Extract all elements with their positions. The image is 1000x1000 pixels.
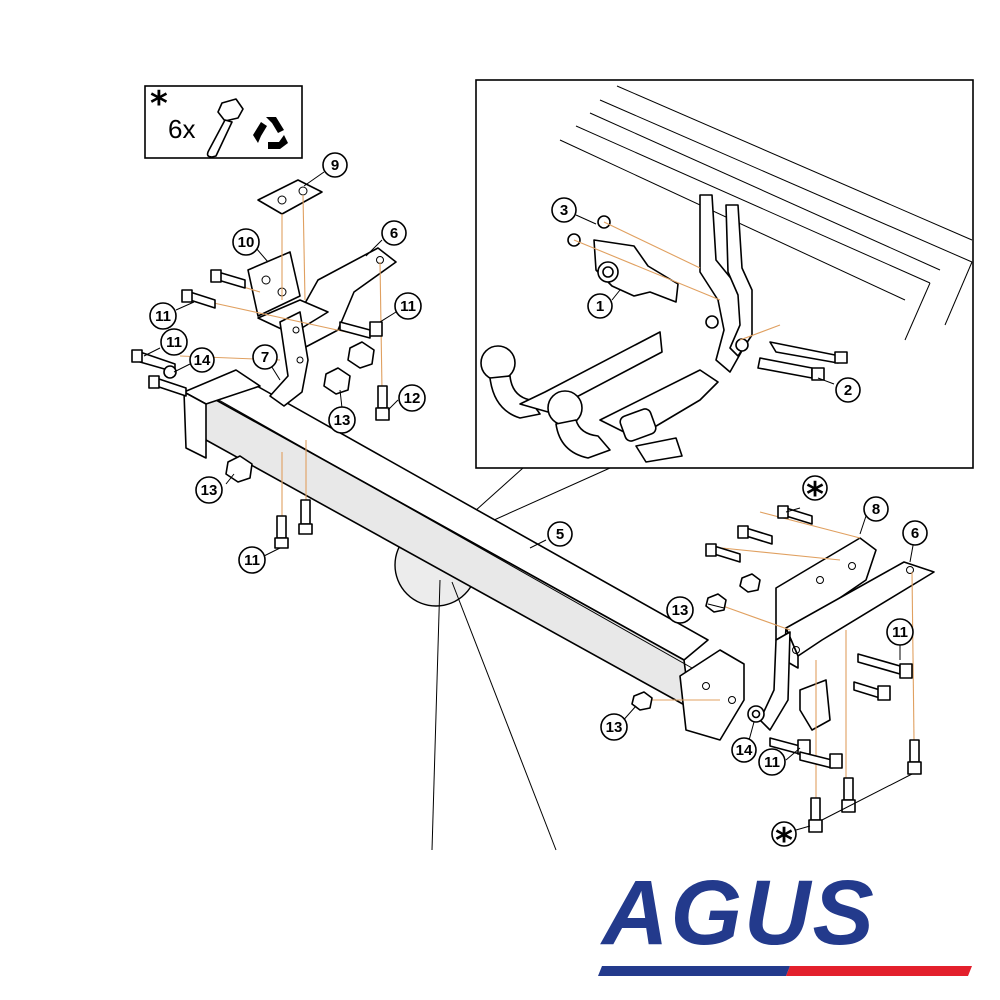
callout-14-left: 14 xyxy=(189,347,215,373)
cross-beam xyxy=(183,369,745,741)
reuse-bolts-note-box: * 6x xyxy=(144,84,303,159)
callout-13-c: 13 xyxy=(666,596,694,624)
note-star: * xyxy=(150,84,168,124)
svg-text:7: 7 xyxy=(261,349,269,366)
svg-text:*: * xyxy=(806,475,824,515)
callout-3: 3 xyxy=(551,197,577,223)
svg-text:13: 13 xyxy=(201,482,218,499)
callout-11-e: 11 xyxy=(886,618,914,646)
callout-8: 8 xyxy=(863,496,889,522)
logo-stripe-blue xyxy=(598,966,790,976)
svg-text:12: 12 xyxy=(404,390,421,407)
callout-1: 1 xyxy=(587,293,613,319)
svg-text:9: 9 xyxy=(331,157,339,174)
callout-9: 9 xyxy=(322,152,348,178)
logo-stripe-red xyxy=(786,966,972,976)
callout-star-a: * xyxy=(802,475,828,515)
callout-11-d: 11 xyxy=(238,546,266,574)
svg-text:14: 14 xyxy=(736,742,753,759)
callout-star-b: * xyxy=(771,821,797,861)
svg-text:11: 11 xyxy=(155,308,171,325)
callout-13-b: 13 xyxy=(195,476,223,504)
svg-text:13: 13 xyxy=(606,719,623,736)
svg-text:6: 6 xyxy=(390,225,398,242)
callout-11-b: 11 xyxy=(394,292,422,320)
svg-text:2: 2 xyxy=(844,382,852,399)
svg-text:13: 13 xyxy=(672,602,689,619)
callout-14-right: 14 xyxy=(731,737,757,763)
recycle-icon xyxy=(253,117,288,149)
agus-logo: AGUS xyxy=(598,862,972,976)
svg-text:3: 3 xyxy=(560,202,568,219)
svg-text:1: 1 xyxy=(596,298,604,315)
callout-2: 2 xyxy=(835,377,861,403)
svg-text:11: 11 xyxy=(892,624,908,641)
bolt-icon xyxy=(206,98,244,158)
svg-text:*: * xyxy=(775,821,793,861)
callout-10: 10 xyxy=(232,228,260,256)
callout-11-a: 11 xyxy=(149,302,177,330)
note-quantity: 6x xyxy=(168,114,195,144)
svg-text:14: 14 xyxy=(194,352,211,369)
svg-text:13: 13 xyxy=(334,412,351,429)
callout-13-a: 13 xyxy=(328,406,356,434)
svg-text:11: 11 xyxy=(166,334,182,351)
svg-text:10: 10 xyxy=(238,234,255,251)
callout-11-f: 11 xyxy=(758,748,786,776)
callout-6-right: 6 xyxy=(902,520,928,546)
svg-text:5: 5 xyxy=(556,526,564,543)
right-bracket-assembly xyxy=(631,505,935,833)
callout-12: 12 xyxy=(398,384,426,412)
callout-7: 7 xyxy=(252,344,278,370)
callout-6-left: 6 xyxy=(381,220,407,246)
callout-13-d: 13 xyxy=(600,713,628,741)
svg-text:8: 8 xyxy=(872,501,880,518)
callout-5: 5 xyxy=(547,521,573,547)
svg-text:11: 11 xyxy=(400,298,416,315)
callout-11-c: 11 xyxy=(160,328,188,356)
tow-ball-detachable xyxy=(547,369,719,463)
agus-logo-text: AGUS xyxy=(600,862,876,964)
svg-text:11: 11 xyxy=(764,754,780,771)
svg-text:6: 6 xyxy=(911,525,919,542)
svg-text:11: 11 xyxy=(244,552,260,569)
tow-ball-fixed xyxy=(480,331,663,419)
ball-detail-inset xyxy=(475,79,974,469)
